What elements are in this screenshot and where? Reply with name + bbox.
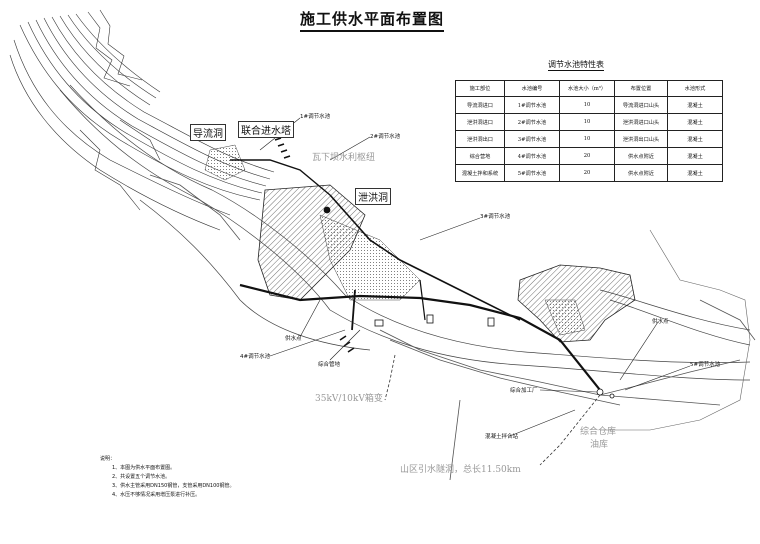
- table-row: 泄洪洞进口 2#调节水池 10 泄洪洞进口山头 混凝土: [455, 113, 723, 131]
- label-water-tunnel: 山区引水隧洞，总长11.50km: [400, 465, 521, 475]
- supply-point-markers: [323, 206, 615, 399]
- label-storage: 综合仓库: [580, 427, 617, 437]
- table-cell: 2#调节水池: [504, 113, 560, 131]
- label-pool4: 4#调节水池: [240, 354, 271, 360]
- leader-lines: [259, 117, 691, 437]
- table-row: 混凝土拌和系统 5#调节水池 20 供水点附近 混凝土: [455, 164, 723, 182]
- pipelines: [230, 159, 601, 391]
- table-cell: 泄洪洞出口: [455, 130, 505, 148]
- table-header-row: 施工部位 水池编号 水池大小（m³） 布置位置 水池形式: [455, 80, 723, 97]
- table-cell: 混凝土: [667, 147, 723, 165]
- label-pipe-zone: 综合管地: [318, 362, 341, 368]
- table-row: 泄洪洞出口 3#调节水池 10 泄洪洞出口山头 混凝土: [455, 130, 723, 148]
- drawing-title: 施工供水平面布置图: [300, 8, 445, 32]
- note-item: 3、供水主管采用DN150钢管，支管采用DN100钢管。: [112, 483, 235, 489]
- label-supply-point-left: 供水点: [285, 336, 302, 342]
- table-cell: 泄洪洞进口: [455, 113, 505, 131]
- table-row: 导流洞进口 1#调节水池 10 导流洞进口山头 混凝土: [455, 96, 723, 114]
- table-cell: 泄洪洞出口山头: [614, 130, 668, 148]
- label-pool3: 3#调节水池: [480, 214, 511, 220]
- label-pool5: 5#调节水池: [690, 362, 721, 368]
- label-mixing-station: 混凝土拌合站: [485, 434, 519, 440]
- tunnel-and-power: [384, 354, 601, 466]
- label-processing-plant: 综合加工厂: [510, 388, 538, 394]
- table-cell: 20: [559, 164, 615, 182]
- header-cell: 施工部位: [455, 80, 505, 97]
- table-title: 调节水池特性表: [548, 60, 604, 71]
- label-hub: 瓦下坝水利枢纽: [312, 153, 376, 163]
- table-cell: 10: [559, 96, 615, 114]
- table-cell: 1#调节水池: [504, 96, 560, 114]
- header-cell: 水池大小（m³）: [559, 80, 615, 97]
- contour-lines: [9, 9, 275, 231]
- header-cell: 布置位置: [614, 80, 668, 97]
- table-cell: 混凝土: [667, 96, 723, 114]
- label-intake-tower: 联合进水塔: [238, 121, 294, 138]
- table-cell: 3#调节水池: [504, 130, 560, 148]
- table-cell: 10: [559, 113, 615, 131]
- table-cell: 混凝土: [667, 130, 723, 148]
- label-oil-depot: 油库: [590, 440, 609, 450]
- project-boundary: [600, 229, 751, 431]
- table-cell: 10: [559, 130, 615, 148]
- table-cell: 20: [559, 147, 615, 165]
- table-cell: 供水点附近: [614, 147, 668, 165]
- table-cell: 导流洞进口: [455, 96, 505, 114]
- pool-spec-table: 施工部位 水池编号 水池大小（m³） 布置位置 水池形式 导流洞进口 1#调节水…: [455, 80, 723, 182]
- table-cell: 4#调节水池: [504, 147, 560, 165]
- table-cell: 混凝土: [667, 113, 723, 131]
- roads: [149, 174, 756, 481]
- header-cell: 水池编号: [504, 80, 560, 97]
- table-row: 综合营地 4#调节水池 20 供水点附近 混凝土: [455, 147, 723, 165]
- table-cell: 混凝土: [667, 164, 723, 182]
- table-cell: 泄洪洞进口山头: [614, 113, 668, 131]
- table-cell: 混凝土拌和系统: [455, 164, 505, 182]
- label-spillway-tunnel: 泄洪洞: [355, 188, 391, 205]
- label-power-line: 35kV/10kV箱变: [315, 394, 383, 404]
- label-pool2: 2#调节水池: [370, 134, 401, 140]
- note-item: 2、共设置五个调节水池。: [112, 474, 171, 480]
- notes-heading: 说明：: [100, 456, 116, 462]
- dam-area: [204, 144, 636, 343]
- table-cell: 供水点附近: [614, 164, 668, 182]
- label-supply-point-right: 供水点: [652, 319, 669, 325]
- note-item: 1、本图为供水平面布置图。: [112, 465, 176, 471]
- notes: 说明： 1、本图为供水平面布置图。 2、共设置五个调节水池。 3、供水主管采用D…: [100, 455, 234, 500]
- table-cell: 导流洞进口山头: [614, 96, 668, 114]
- tower-marks: [274, 137, 355, 353]
- table-cell: 5#调节水池: [504, 164, 560, 182]
- header-cell: 水池形式: [667, 80, 723, 97]
- table-cell: 综合营地: [455, 147, 505, 165]
- label-diversion-tunnel: 导流洞: [190, 124, 226, 141]
- label-pool1: 1#调节水池: [300, 114, 331, 120]
- note-item: 4、水压不够情况采用增压泵进行补压。: [112, 492, 201, 498]
